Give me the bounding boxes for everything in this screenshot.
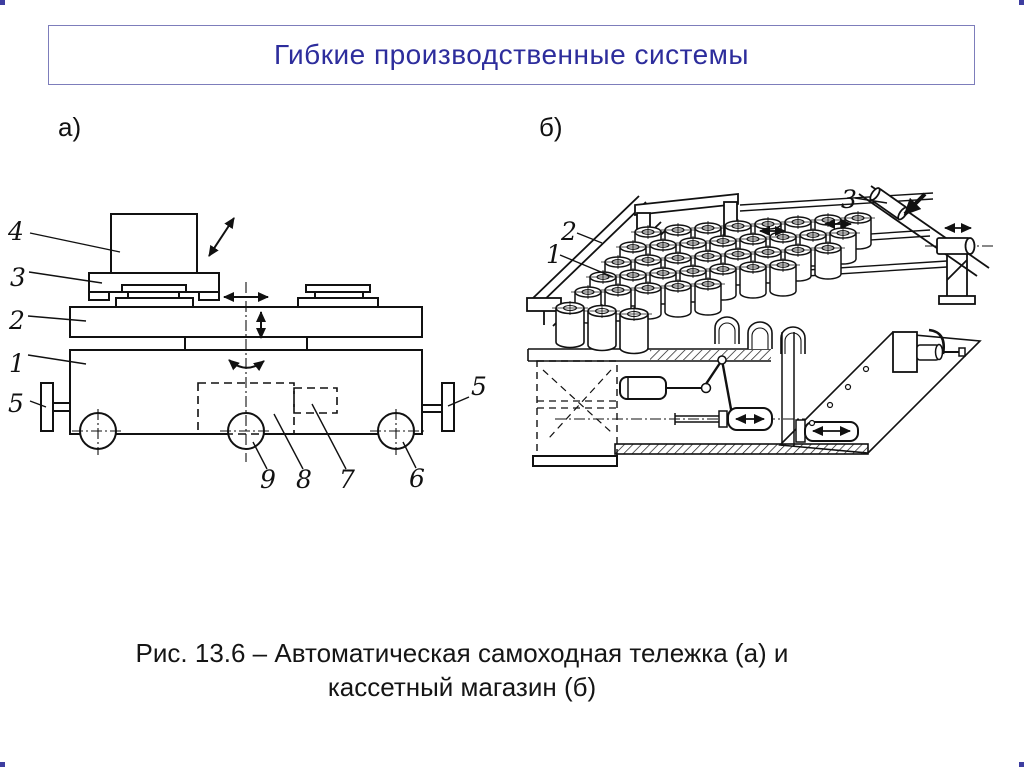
part-label-2: 2	[560, 217, 577, 246]
left-bumper	[40, 382, 54, 432]
payload-box	[110, 213, 198, 274]
trolley-diagram: 4 3 2 1 5 5 9 8 7 6	[7, 213, 487, 494]
figure-a-label: а)	[58, 112, 82, 142]
leader-lines-b	[559, 197, 888, 278]
part-label-7: 7	[339, 465, 355, 494]
figure-b-label: б)	[539, 112, 563, 142]
portal-bar	[634, 192, 739, 217]
right-bumper	[441, 382, 455, 432]
feed-chute	[858, 185, 990, 277]
part-label-5-right: 5	[471, 372, 487, 401]
motion-arrows	[208, 217, 269, 372]
slide-title: Гибкие производственные системы	[273, 39, 750, 70]
part-labels-a: 4 3 2 1 5 5 9 8 7 6	[7, 217, 487, 494]
hidden-units	[197, 382, 338, 435]
part-label-1: 1	[546, 240, 562, 269]
part-label-3: 3	[841, 185, 857, 214]
part-label-9: 9	[260, 465, 276, 494]
part-label-1: 1	[9, 349, 25, 378]
corner-mark	[0, 762, 5, 767]
cassette-magazine-diagram: 2 1 3	[526, 185, 993, 467]
centerlines	[72, 282, 424, 462]
part-labels-b: 2 1 3	[546, 185, 857, 269]
part-label-3: 3	[10, 263, 26, 292]
drive-mechanism	[532, 328, 966, 467]
pallet-station	[305, 284, 371, 293]
corner-mark	[1019, 0, 1024, 5]
part-label-2: 2	[8, 306, 25, 335]
part-label-8: 8	[296, 465, 312, 494]
corner-mark	[0, 0, 5, 5]
leader-lines	[27, 232, 470, 470]
rotation-arrow	[228, 359, 265, 372]
caption-line-2: кассетный магазин (б)	[327, 672, 597, 702]
caption-line-1: Рис. 13.6 – Автоматическая самоходная те…	[135, 638, 789, 668]
transfer-arrows	[759, 219, 852, 236]
diagonal-move-arrow	[208, 217, 235, 257]
part-label-6: 6	[409, 464, 425, 493]
figure-caption: Рис. 13.6 – Автоматическая самоходная те…	[32, 636, 892, 704]
pneumatic-cylinder	[619, 376, 667, 400]
part-label-5-left: 5	[8, 389, 24, 418]
saddle-fixtures	[714, 316, 806, 354]
receiving-station	[925, 223, 993, 305]
corner-mark	[1019, 762, 1024, 767]
part-label-4: 4	[7, 217, 24, 246]
feed-direction-arrow	[903, 192, 927, 216]
trolley-outlines	[40, 213, 455, 450]
slide-title-box: Гибкие производственные системы	[48, 25, 975, 85]
